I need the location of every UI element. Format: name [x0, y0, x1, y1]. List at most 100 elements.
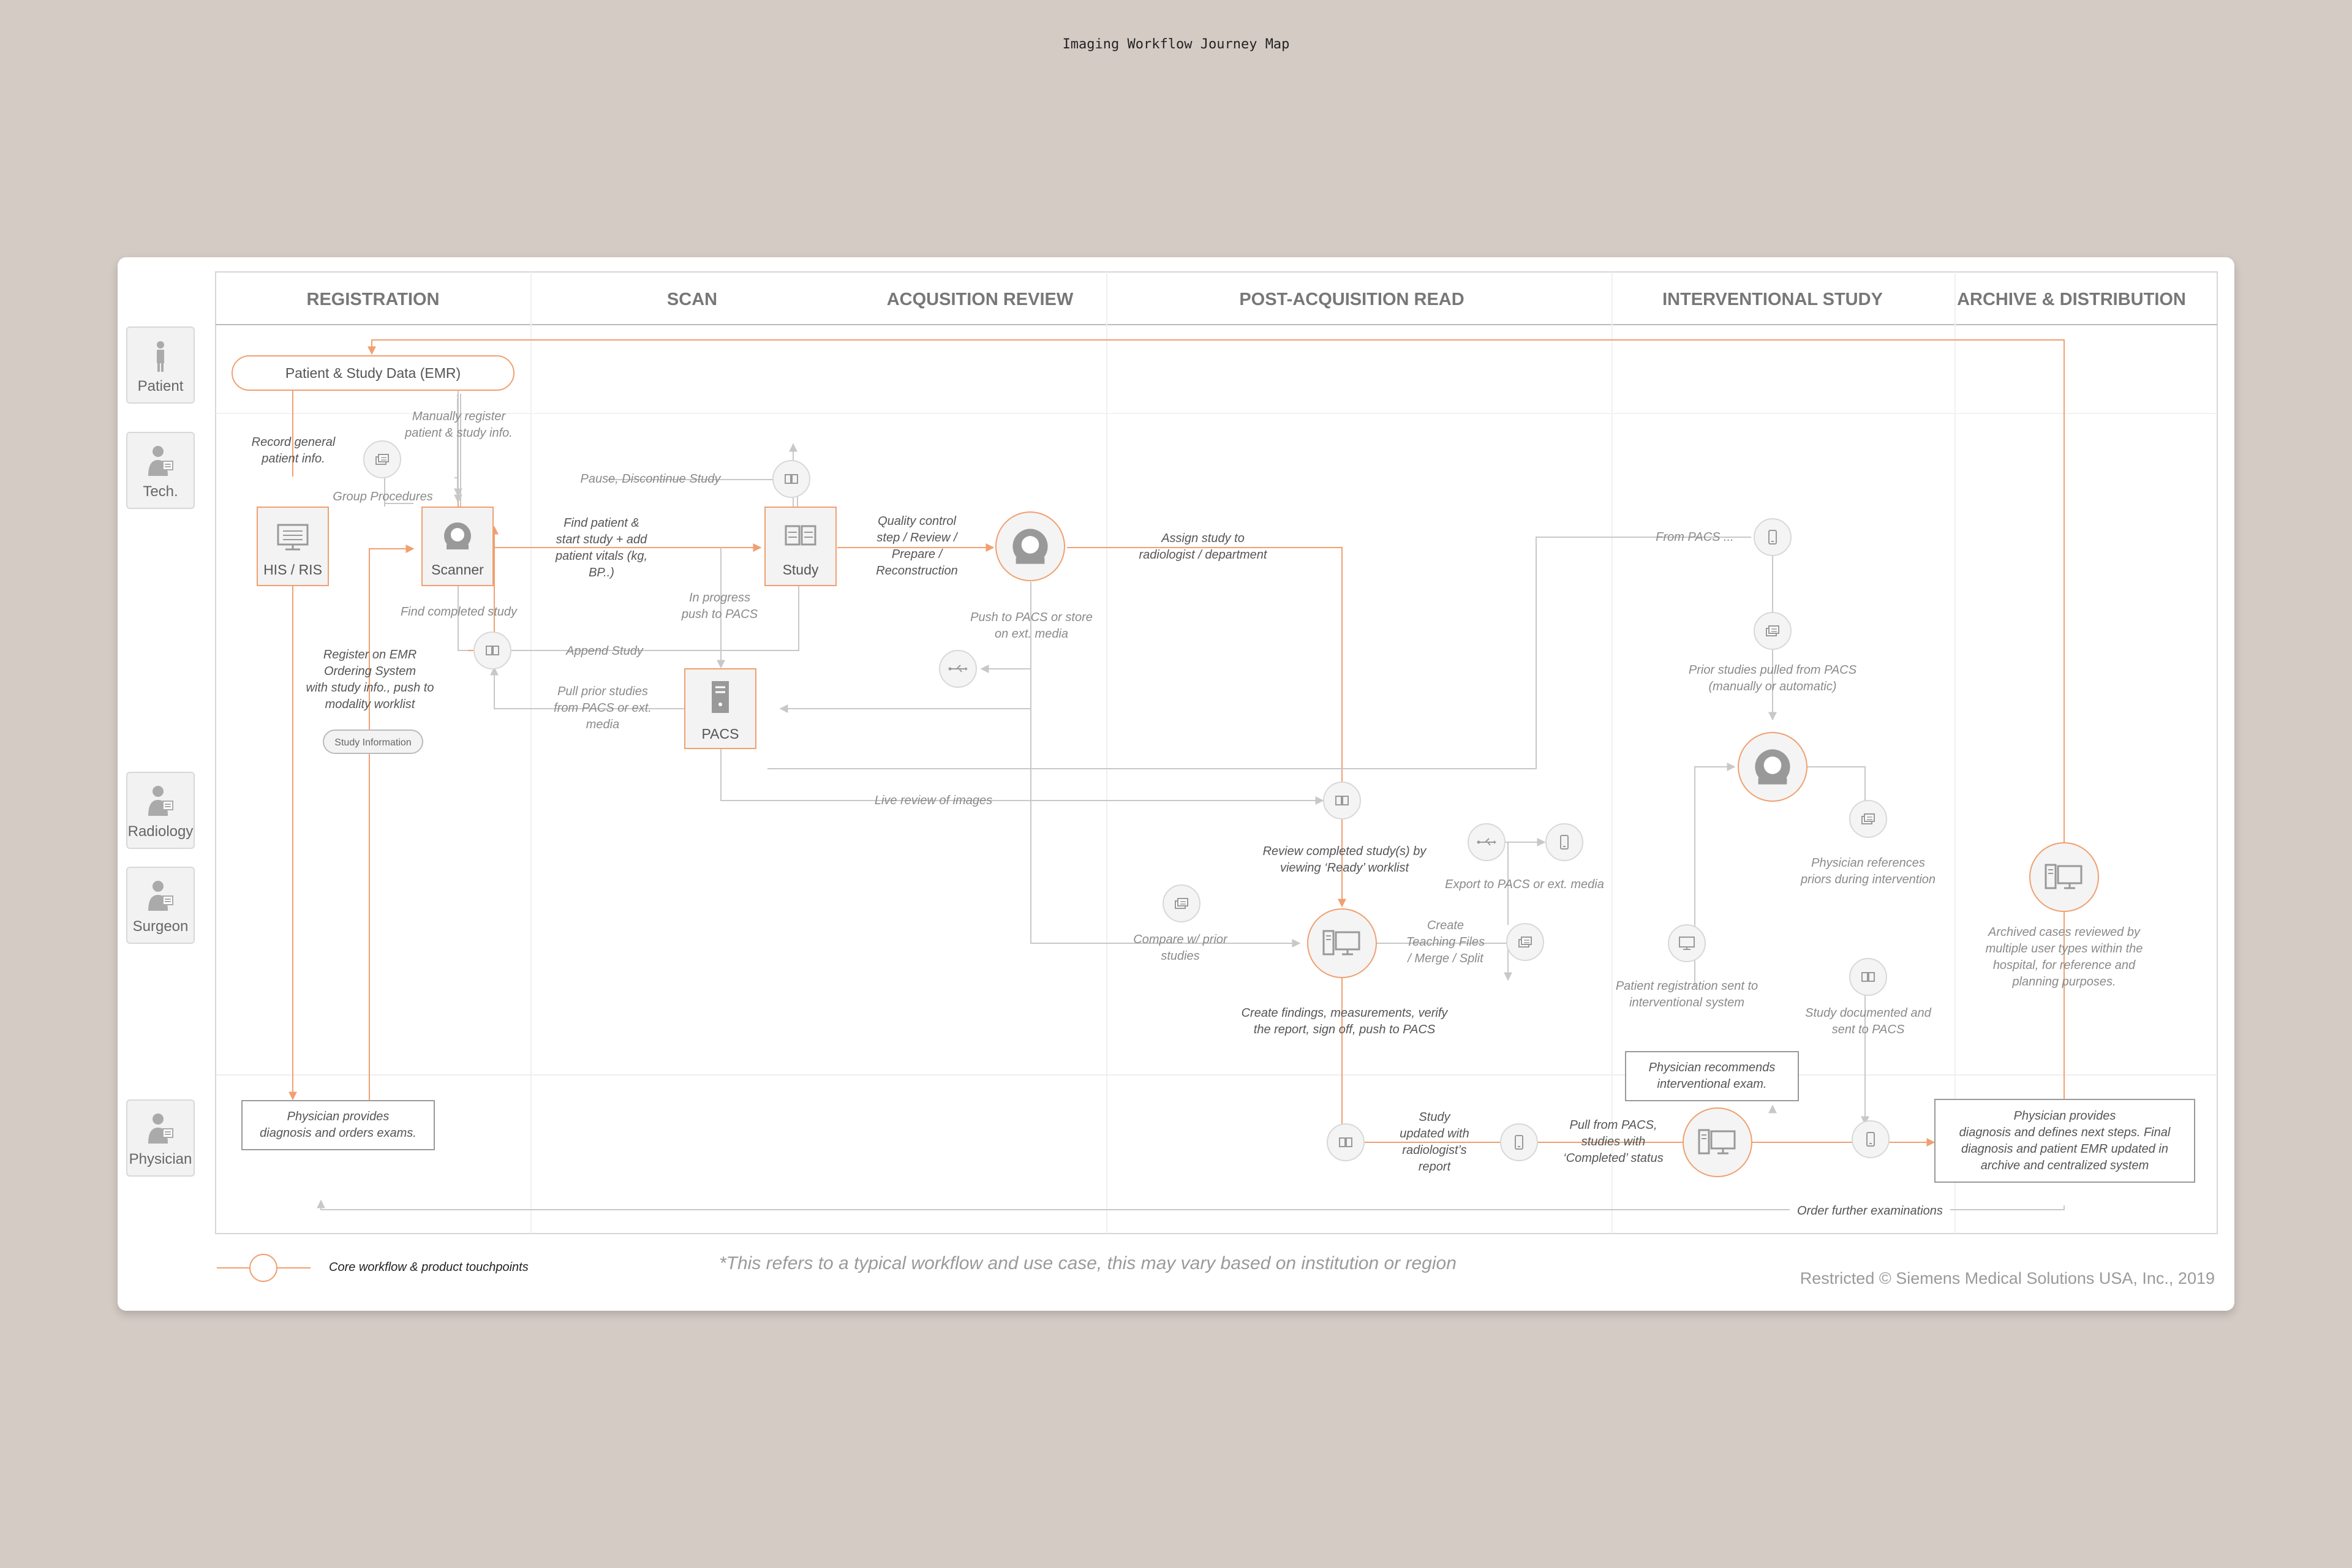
study-information-pill: Study Information [323, 729, 423, 754]
annotation-archived-cases: Archived cases reviewed by [1988, 925, 2141, 939]
find-completed-node [473, 631, 511, 669]
from-pacs-node [1754, 518, 1792, 556]
phys-references-node [1849, 800, 1887, 838]
annotation-pull-prior: media [586, 718, 619, 731]
role-radiology: Radiology [126, 772, 195, 849]
role-label: Surgeon [132, 918, 189, 935]
usb-node [939, 650, 977, 688]
annotation-order-further: Order further examinations [1797, 1204, 1943, 1218]
annotation-pause: Pause, Discontinue Study [580, 472, 721, 486]
study-icon [785, 525, 816, 546]
flow-lines [288, 339, 2065, 1210]
annotation-patient-reg-sent: Patient registration sent to [1616, 979, 1758, 993]
stage-acquisition-review: ACQUSITION REVIEW [887, 290, 1074, 309]
stage-header: REGISTRATION SCAN ACQUSITION REVIEW POST… [215, 271, 2218, 1234]
annotation-pull-from-pacs: Pull from PACS, [1570, 1118, 1657, 1132]
live-review-node [1323, 782, 1361, 820]
pull-from-pacs-node [1500, 1123, 1538, 1161]
annotation-create-findings: Create findings, measurements, verify [1242, 1006, 1449, 1020]
annotation-register-emr: modality worklist [325, 698, 416, 711]
annotation-pull-prior: from PACS or ext. [554, 701, 652, 715]
study-label: Study [783, 562, 819, 578]
emr-label: Patient & Study Data (EMR) [285, 365, 461, 381]
annotation-pull-prior: Pull prior studies [557, 685, 648, 698]
physician-final-box: Physician provides diagnosis and defines… [1934, 1099, 2195, 1183]
annotation-record-general: patient info. [261, 452, 325, 466]
legend [217, 1254, 311, 1282]
annotation-study-updated: report [1419, 1160, 1452, 1174]
export-usb-node [1468, 823, 1506, 861]
line-pull-prior [490, 666, 755, 709]
archive-phone-node [1852, 1120, 1890, 1158]
pacs-label: PACS [702, 726, 739, 742]
documents-icon [1175, 898, 1188, 909]
annotation-pull-from-pacs: studies with [1581, 1135, 1646, 1148]
radiology-workstation-touchpoint [1307, 908, 1377, 978]
annotation-teaching-files: Teaching Files [1406, 935, 1485, 949]
tech-icon [148, 446, 173, 476]
surgeon-icon [148, 881, 173, 911]
documents-icon [375, 454, 389, 465]
box-line: Physician provides [287, 1110, 390, 1123]
annotation-review-completed: viewing ‘Ready’ worklist [1280, 861, 1410, 875]
annotation-compare-prior: studies [1161, 949, 1199, 963]
annotation-study-updated: updated with [1400, 1127, 1469, 1140]
annotation-pull-from-pacs: ‘Completed’ status [1563, 1152, 1663, 1165]
workflow-diagram: REGISTRATION SCAN ACQUSITION REVIEW POST… [215, 271, 2218, 1282]
annotation-prior-pulled: (manually or automatic) [1709, 680, 1837, 693]
line-from-pacs [767, 537, 1751, 769]
radiologist-icon [148, 786, 173, 816]
footnote: *This refers to a typical workflow and u… [719, 1253, 1457, 1273]
box-line: Physician recommends [1649, 1061, 1776, 1074]
box-line: interventional exam. [1657, 1077, 1767, 1091]
annotation-teaching-files: / Merge / Split [1406, 952, 1484, 965]
annotation-push-to-pacs: Push to PACS or store [970, 611, 1093, 624]
annotation-group-procedures: Group Procedures [333, 490, 432, 503]
documents-icon [1766, 625, 1779, 636]
annotation-in-progress: In progress [689, 591, 750, 605]
box-line: Physician provides [2014, 1109, 2116, 1123]
annotation-study-documented: sent to PACS [1832, 1023, 1905, 1036]
pacs-node: PACS [684, 668, 756, 749]
teaching-files-node [1506, 923, 1544, 961]
stage-scan: SCAN [667, 290, 717, 309]
journey-map-card: Patient Tech. Radiology Surgeon Physicia… [118, 257, 2234, 1311]
line-append-study [507, 576, 803, 651]
annotation-find-patient: patient vitals (kg, [555, 549, 647, 563]
study-node: Study [764, 507, 837, 586]
archive-workstation-touchpoint [2029, 842, 2099, 912]
gray-flow-lines [384, 390, 797, 507]
compare-node [1163, 884, 1200, 922]
physician-recommends-box: Physician recommends interventional exam… [1625, 1051, 1799, 1101]
annotation-manually-register: Manually register [412, 410, 507, 423]
grid-frame [215, 271, 2218, 1234]
annotation-register-emr: Register on EMR [323, 648, 417, 662]
annotation-from-pacs: From PACS ... [1656, 530, 1733, 544]
annotations: Record general patient info. Manually re… [252, 410, 2143, 1219]
annotation-quality-control: Quality control [878, 514, 956, 528]
annotation-find-patient: start study + add [556, 533, 647, 546]
role-label: Physician [129, 1151, 192, 1167]
annotation-assign-study: Assign study to [1161, 532, 1245, 545]
annotation-export-pacs: Export to PACS or ext. media [1445, 878, 1604, 891]
scanner-node: Scanner [421, 507, 494, 586]
physician-icon [148, 1114, 173, 1144]
role-label: Radiology [127, 823, 194, 840]
annotation-archived-cases: multiple user types within the [1986, 942, 2143, 956]
stage-interventional-study: INTERVENTIONAL STUDY [1662, 290, 1883, 309]
annotation-find-completed: Find completed study [401, 605, 518, 619]
scanner-icon [1012, 529, 1048, 564]
pause-node [772, 460, 810, 498]
box-line: archive and centralized system [1981, 1159, 2149, 1172]
patient-reg-node [1668, 924, 1706, 962]
legend-touchpoint-icon [249, 1254, 277, 1282]
scanner-label: Scanner [431, 562, 484, 578]
annotation-create-findings: the report, sign off, push to PACS [1254, 1023, 1436, 1036]
line-live-review [720, 740, 1324, 805]
role-label: Tech. [143, 483, 178, 500]
annotation-review-completed: Review completed study(s) by [1263, 845, 1427, 858]
annotation-quality-control: step / Review / [876, 531, 959, 545]
annotation-physician-references: priors during intervention [1800, 873, 1936, 886]
line-patient-reg [1694, 763, 1736, 931]
annotation-live-review: Live review of images [875, 794, 992, 807]
